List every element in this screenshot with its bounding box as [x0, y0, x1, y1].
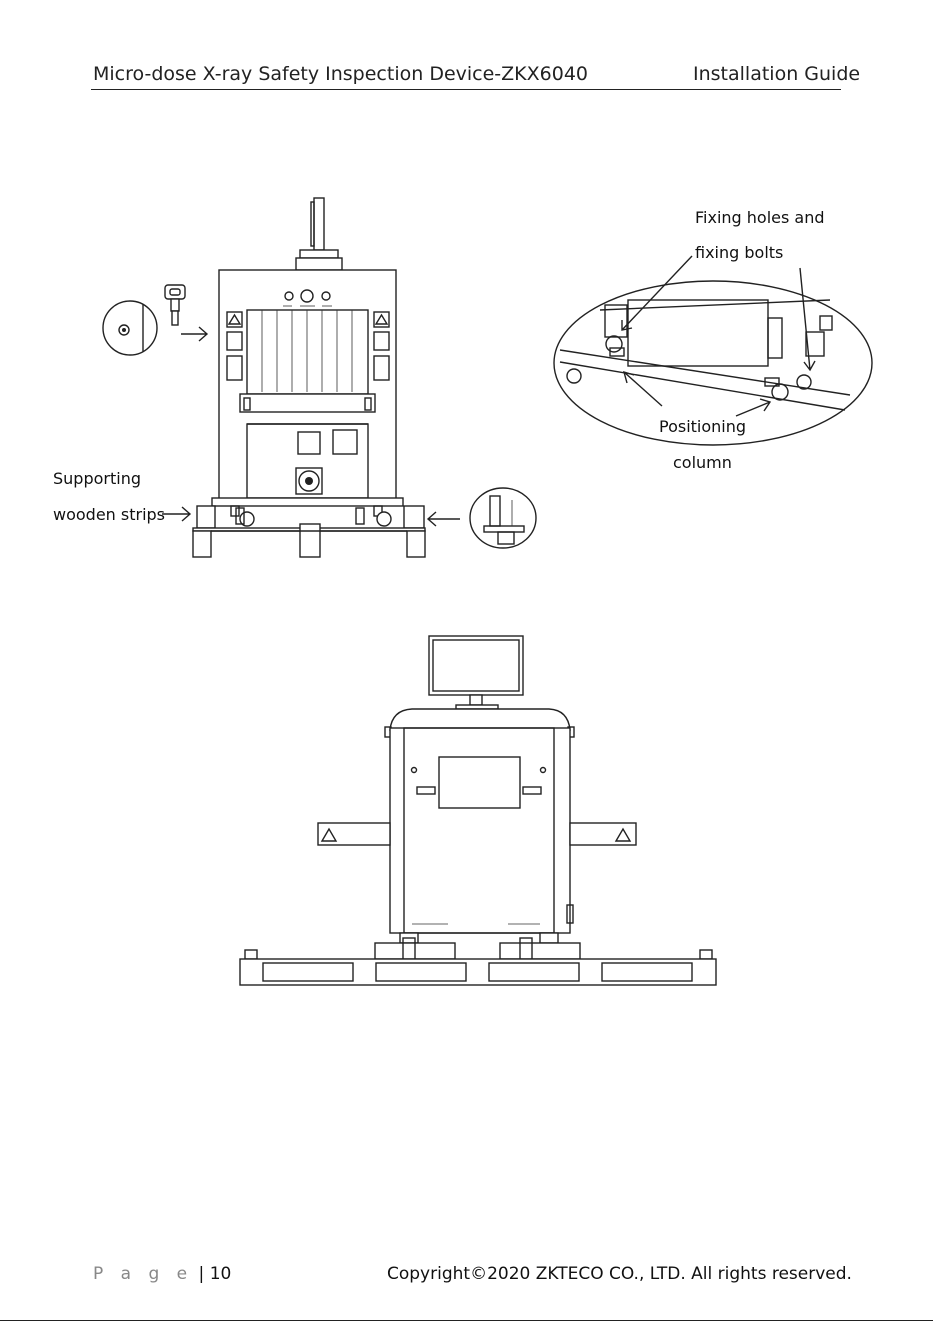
- document-title: Micro-dose X-ray Safety Inspection Devic…: [93, 63, 588, 85]
- fixing-label-line1: Fixing holes and: [695, 208, 825, 227]
- supporting-label-line2: wooden strips: [53, 505, 165, 524]
- copyright-notice: Copyright©2020 ZKTECO CO., LTD. All righ…: [387, 1264, 852, 1284]
- header-rule: [91, 89, 841, 90]
- supporting-label-line1: Supporting: [53, 469, 141, 488]
- page-separator: |: [199, 1264, 205, 1284]
- positioning-label-line2: column: [673, 453, 732, 472]
- fixing-label-line2: fixing bolts: [695, 243, 783, 262]
- key-icon: [165, 285, 185, 325]
- lock-detail-icon: [103, 301, 157, 355]
- figure-side-view: [235, 630, 725, 990]
- monitor-icon: [296, 198, 342, 270]
- positioning-label-line1: Positioning: [659, 417, 746, 436]
- monitor-icon: [429, 636, 523, 709]
- section-title: Installation Guide: [693, 63, 860, 85]
- footer-rule: [0, 1320, 933, 1321]
- caster-detail-icon: [470, 488, 536, 548]
- page-indicator: P a g e | 10: [93, 1264, 231, 1284]
- page-number: 10: [210, 1264, 232, 1284]
- page-word: P a g e: [93, 1264, 193, 1284]
